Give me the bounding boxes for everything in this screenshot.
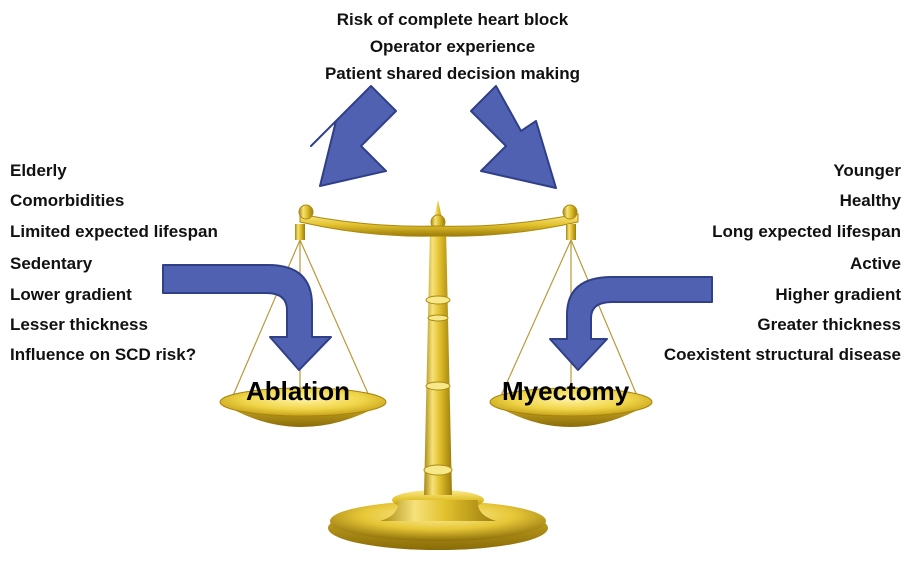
- myectomy-label: Myectomy: [502, 376, 629, 406]
- top-factor-2: Operator experience: [0, 37, 905, 57]
- arrow-top-right-shape: [471, 86, 556, 188]
- myectomy-factor-2: Healthy: [840, 191, 901, 211]
- scale-base: [328, 490, 548, 550]
- ablation-factor-6: Lesser thickness: [10, 315, 148, 335]
- top-factor-3: Patient shared decision making: [0, 64, 905, 84]
- ablation-factor-1: Elderly: [10, 161, 67, 181]
- myectomy-factor-5: Higher gradient: [775, 285, 901, 305]
- ablation-label: Ablation: [246, 376, 350, 406]
- ablation-factor-3: Limited expected lifespan: [10, 222, 218, 242]
- myectomy-factor-4: Active: [850, 254, 901, 274]
- ablation-factor-5: Lower gradient: [10, 285, 132, 305]
- top-factor-1: Risk of complete heart block: [0, 10, 905, 30]
- arrow-top-right: [471, 86, 556, 188]
- myectomy-factor-6: Greater thickness: [757, 315, 901, 335]
- arrow-top-left-shape: [311, 86, 396, 186]
- myectomy-factor-7: Coexistent structural disease: [664, 345, 901, 365]
- myectomy-factor-3: Long expected lifespan: [712, 222, 901, 242]
- myectomy-factor-1: Younger: [833, 161, 901, 181]
- ablation-factor-4: Sedentary: [10, 254, 92, 274]
- ablation-factor-2: Comorbidities: [10, 191, 124, 211]
- arrow-top-left: [311, 86, 396, 186]
- scale-column: [424, 200, 452, 495]
- ablation-factor-7: Influence on SCD risk?: [10, 345, 196, 365]
